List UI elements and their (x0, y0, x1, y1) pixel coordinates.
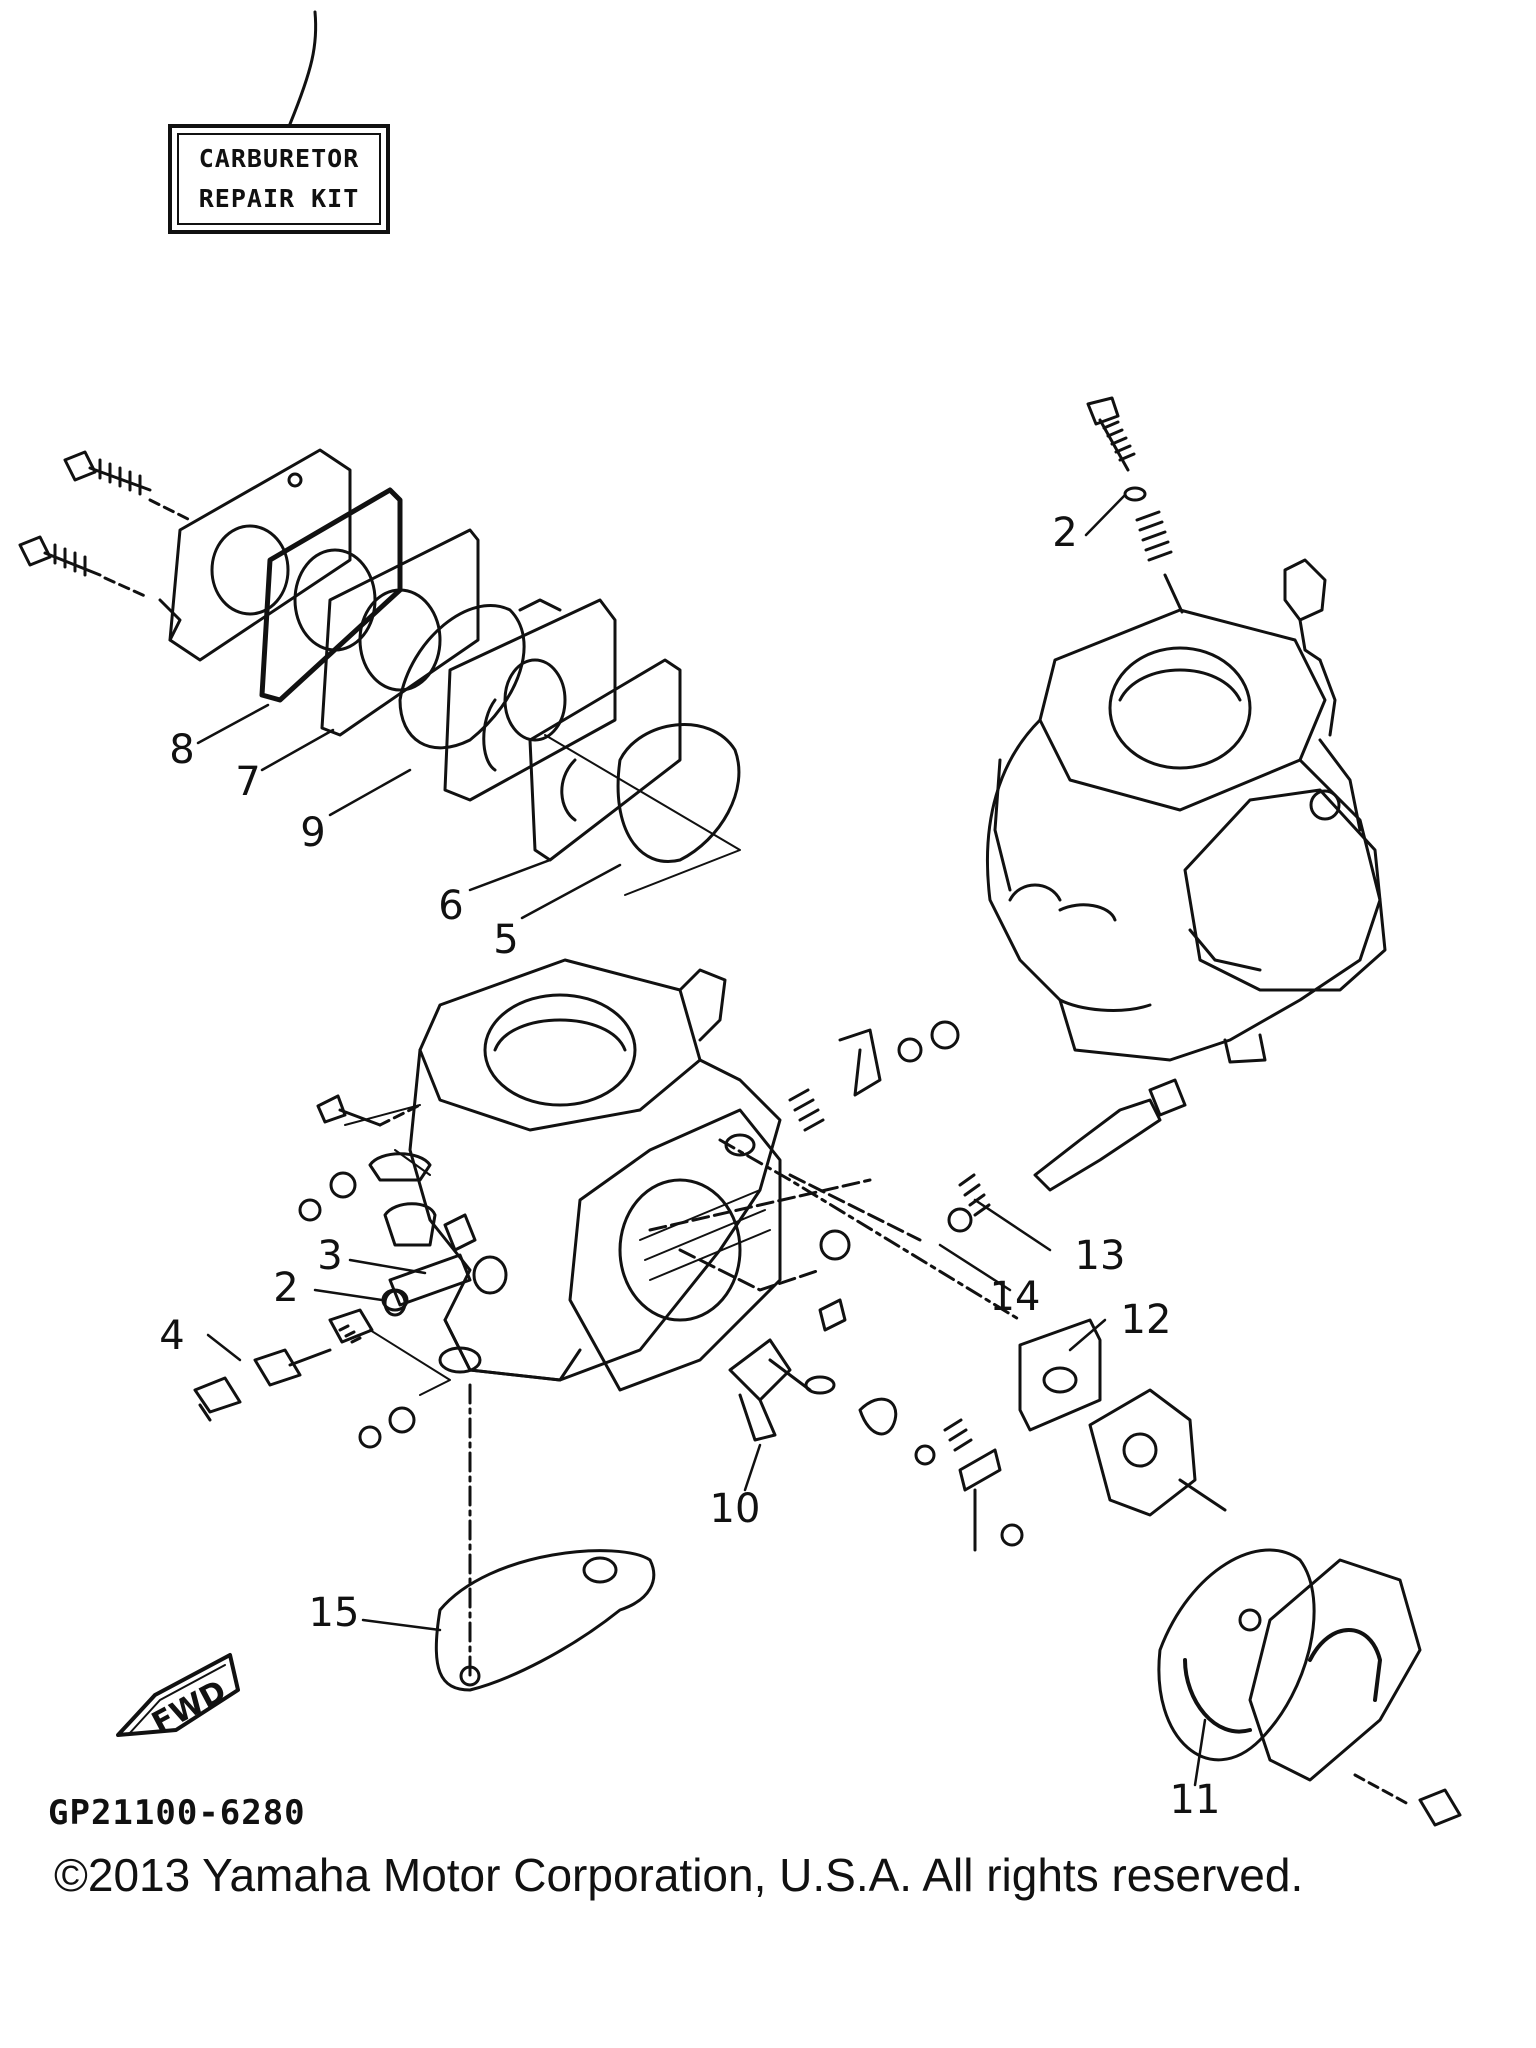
carburetor-body-exploded (193, 958, 1462, 1827)
callout-label: 2 (1052, 510, 1078, 556)
callout-label: 7 (235, 759, 261, 805)
kit-box-line2: REPAIR KIT (198, 184, 360, 213)
callout-leaders (196, 493, 1207, 1787)
repair-kit-box: CARBURETOR REPAIR KIT (168, 124, 390, 234)
callout-label: 4 (159, 1313, 185, 1359)
callout-label: 10 (709, 1486, 761, 1532)
callout-label: 14 (989, 1274, 1041, 1320)
copyright-notice: ©2013 Yamaha Motor Corporation, U.S.A. A… (54, 1849, 1304, 1901)
callout-label: 9 (300, 810, 326, 856)
fwd-arrow-icon (116, 1653, 240, 1737)
callout-label: 8 (169, 727, 195, 773)
kit-leader-line (288, 10, 318, 126)
callout-label: 15 (308, 1590, 360, 1636)
assembled-carburetor (986, 396, 1387, 1064)
callout-label: 2 (273, 1265, 299, 1311)
kit-box-line1: CARBURETOR (198, 144, 360, 173)
callout-label: 3 (317, 1233, 343, 1279)
callout-label: 13 (1074, 1233, 1126, 1279)
callout-label: 12 (1120, 1297, 1172, 1343)
callout-label: 11 (1169, 1777, 1221, 1823)
drawing-code: GP21100-6280 (48, 1793, 306, 1833)
fuel-pump-exploded (18, 448, 741, 896)
callout-label: 6 (438, 883, 464, 929)
callout-label: 5 (493, 917, 519, 963)
